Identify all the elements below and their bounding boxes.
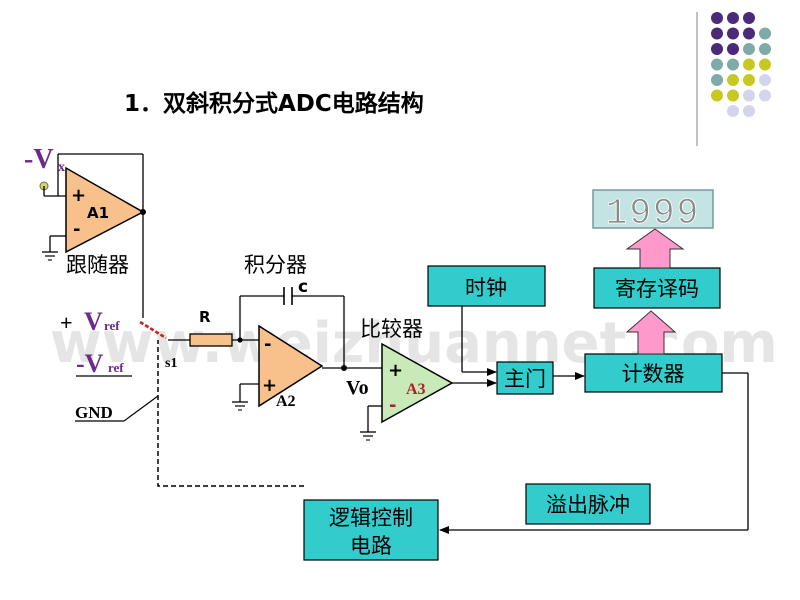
- decorative-dot: [743, 89, 755, 102]
- a1-op-amp: [65, 166, 145, 254]
- main-gate-block: [496, 361, 554, 395]
- decorative-dot: [743, 43, 755, 55]
- overflow-pulse-label: 溢出脉冲: [546, 493, 630, 517]
- vx-label: -V: [24, 144, 54, 175]
- decorative-dot: [743, 12, 755, 24]
- decorative-dot: [711, 12, 723, 24]
- a2-minus-sign: -: [264, 334, 271, 355]
- decorative-dot: [711, 74, 723, 86]
- control-signal-dashed-line: [157, 340, 304, 487]
- a2-op-amp: [258, 324, 324, 408]
- decorative-dot: [743, 74, 755, 86]
- decorative-dot: [743, 105, 755, 117]
- follower-label: 跟随器: [66, 253, 129, 277]
- main-gate-label: 主门: [504, 367, 546, 391]
- s1-label: s1: [165, 356, 177, 371]
- a3-minus-sign: -: [389, 395, 396, 416]
- decorative-dot: [759, 43, 771, 55]
- register-decoder-block: [593, 267, 721, 309]
- decorative-dot: [759, 27, 771, 40]
- clock-label: 时钟: [465, 276, 507, 300]
- decorative-dot: [711, 27, 723, 40]
- vref-positive-label: + V ref: [60, 307, 120, 336]
- resistor-label: R: [199, 308, 211, 326]
- overflow-pulse-block: [525, 483, 651, 525]
- logic-control-block: [303, 499, 439, 561]
- a1-minus-sign: -: [73, 219, 80, 240]
- decorative-dot: [727, 105, 739, 117]
- comparator-label: 比较器: [360, 317, 423, 341]
- decorative-dot: [711, 58, 723, 71]
- counter-label: 计数器: [622, 362, 685, 386]
- decorative-dot: [711, 89, 723, 102]
- vref-positive-prefix: +: [60, 310, 73, 335]
- decorative-dot: [759, 58, 771, 71]
- vref-negative-subscript: ref: [108, 360, 124, 375]
- counter-to-register-arrow: [625, 310, 677, 355]
- vx-input-label: -V x: [24, 144, 65, 175]
- a2-plus-sign: +: [262, 375, 277, 396]
- vref-positive-subscript: ref: [104, 318, 120, 333]
- logic-control-label-line1: 逻辑控制: [329, 506, 413, 530]
- decorative-dot: [727, 74, 739, 86]
- logic-control-label-line2: 电路: [350, 534, 392, 558]
- display-value: 1999: [606, 193, 700, 234]
- decorative-dot-grid: [711, 12, 771, 117]
- decorative-dot: [727, 89, 739, 102]
- decorative-dot: [727, 12, 739, 24]
- a1-ground-symbol: [42, 251, 58, 261]
- slide-title: 1．双斜积分式ADC电路结构: [124, 90, 424, 117]
- vref-positive-v: V: [84, 307, 103, 336]
- register-to-display-arrow: [625, 228, 685, 269]
- counter-block: [584, 353, 723, 393]
- decorative-dot: [743, 58, 755, 71]
- a2-label: A2: [276, 393, 296, 410]
- register-decoder-label: 寄存译码: [615, 277, 699, 301]
- vo-label: Vo: [346, 377, 369, 399]
- decorative-dot: [743, 27, 755, 40]
- integrator-label: 积分器: [244, 253, 307, 277]
- decorative-dot: [759, 89, 771, 102]
- vx-subscript: x: [58, 160, 65, 175]
- a3-comparator: [381, 342, 454, 424]
- decorative-dot: [727, 58, 739, 71]
- decorative-dot: [711, 43, 723, 55]
- switch-s1-blade: [139, 320, 167, 340]
- clock-block: [427, 265, 546, 307]
- capacitor-label: c: [298, 277, 308, 297]
- resistor-r: [189, 333, 233, 347]
- a2-ground-symbol: [232, 401, 248, 411]
- decorative-dot: [759, 74, 771, 86]
- decorative-dot: [727, 43, 739, 55]
- capacitor-c: [283, 287, 293, 305]
- a1-label: A1: [87, 204, 109, 222]
- a3-label: A3: [406, 381, 426, 398]
- a1-plus-sign: +: [71, 185, 86, 206]
- digital-display: [592, 189, 714, 229]
- vref-negative-v: -V: [76, 349, 104, 378]
- a3-ground-symbol: [360, 431, 376, 441]
- decorative-dot: [727, 27, 739, 40]
- vref-negative-label: -V ref: [76, 349, 132, 378]
- a3-plus-sign: +: [388, 360, 403, 381]
- gnd-label: GND: [75, 403, 113, 422]
